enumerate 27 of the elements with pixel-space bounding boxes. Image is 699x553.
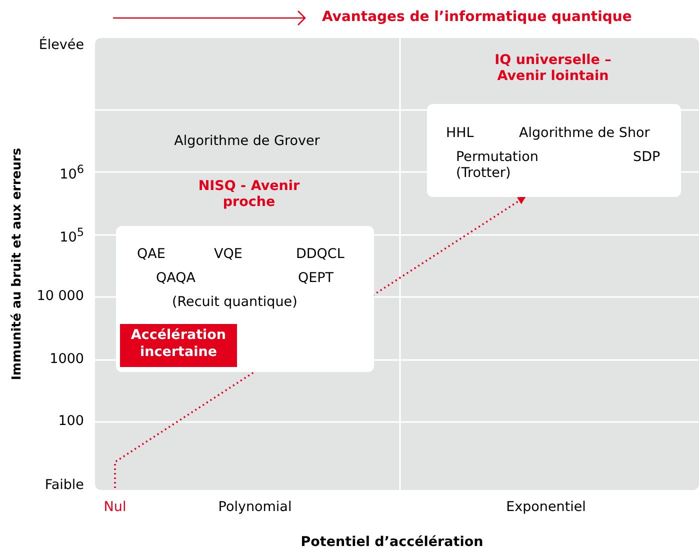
axis-tick-label: Nul — [104, 499, 126, 516]
axis-tick-label: Faible — [44, 477, 84, 494]
algorithm-label: HHL — [446, 125, 474, 142]
axis-tick-label: 100 — [58, 413, 84, 430]
algorithm-label: Algorithme de Grover — [174, 133, 320, 150]
algorithm-label: (Recuit quantique) — [172, 294, 298, 310]
axis-tick-label: 1000 — [50, 351, 84, 368]
algorithm-label: QEPT — [298, 270, 334, 286]
axis-tick-label: 10$^{6}$ — [60, 163, 84, 183]
axis-tick-label: 10 000 — [36, 288, 84, 304]
section-heading: NISQ - Avenir proche — [197, 178, 301, 210]
axis-tick-label: Polynomial — [218, 499, 292, 516]
axis-title: Immunité au bruit et aux erreurs — [8, 148, 24, 380]
algorithm-label: QAQA — [156, 270, 196, 286]
warning-tag: Accélération incertaine — [120, 324, 237, 367]
algorithm-label: SDP — [633, 149, 660, 166]
algorithm-label: DDQCL — [296, 246, 344, 262]
axis-tick-label: Élevée — [38, 37, 84, 54]
algorithm-label: VQE — [214, 246, 242, 262]
axis-tick-label: Exponentiel — [506, 499, 586, 516]
algorithm-label: QAE — [137, 246, 166, 262]
axis-title: Potentiel d’accélération — [300, 534, 484, 550]
axis-tick-label: 10$^{5}$ — [60, 226, 84, 246]
axis-heading: Avantages de l’informatique quantique — [322, 9, 632, 26]
algorithm-label: Algorithme de Shor — [519, 125, 650, 142]
algorithm-label: Permutation (Trotter) — [456, 149, 540, 182]
section-heading: IQ universelle – Avenir lointain — [494, 52, 612, 84]
